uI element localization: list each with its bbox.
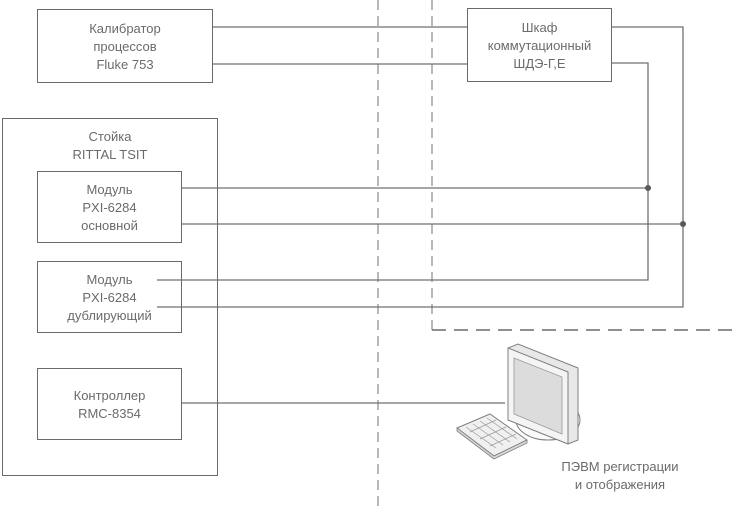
module-main-label-line: Модуль xyxy=(86,182,133,197)
calibrator-box: Калибратор процессов Fluke 753 xyxy=(37,9,213,83)
module-backup-label-line: дублирующий xyxy=(67,308,152,323)
module-main-label-line: PXI-6284 xyxy=(82,200,137,215)
calibrator-label-line: Калибратор xyxy=(89,21,161,36)
controller-label-line: RMC-8354 xyxy=(78,406,141,421)
pc-label: ПЭВМ регистрации и отображения xyxy=(540,458,700,494)
module-backup-label-line: Модуль xyxy=(86,272,133,287)
module-main-box: Модуль PXI-6284 основной xyxy=(37,171,182,243)
computer-workstation-icon xyxy=(456,343,581,460)
rack-box: Стойка RITTAL TSIT xyxy=(2,118,218,476)
pc-label-line: и отображения xyxy=(574,477,666,492)
rack-label: Стойка RITTAL TSIT xyxy=(3,128,217,164)
junction-dot xyxy=(645,185,651,191)
switching-cabinet-box: Шкаф коммутационный ШДЭ-Г,Е xyxy=(467,8,612,82)
module-backup-label: Модуль PXI-6284 дублирующий xyxy=(38,271,181,325)
module-main-label-line: основной xyxy=(81,218,138,233)
cabinet-label-line: коммутационный xyxy=(487,38,592,53)
rack-label-line: Стойка xyxy=(88,129,132,144)
cabinet-label-line: ШДЭ-Г,Е xyxy=(513,56,566,71)
controller-box: Контроллер RMC-8354 xyxy=(37,368,182,440)
module-backup-box: Модуль PXI-6284 дублирующий xyxy=(37,261,182,333)
pc-label-line: ПЭВМ регистрации xyxy=(561,459,679,474)
switching-cabinet-label: Шкаф коммутационный ШДЭ-Г,Е xyxy=(468,19,611,73)
cabinet-label-line: Шкаф xyxy=(521,20,558,35)
bus-outer xyxy=(157,26,684,308)
controller-label: Контроллер RMC-8354 xyxy=(38,387,181,423)
calibrator-label-line: Fluke 753 xyxy=(96,57,154,72)
controller-label-line: Контроллер xyxy=(73,388,146,403)
calibrator-label-line: процессов xyxy=(93,39,157,54)
rack-label-line: RITTAL TSIT xyxy=(72,147,148,162)
module-backup-label-line: PXI-6284 xyxy=(82,290,137,305)
module-main-label: Модуль PXI-6284 основной xyxy=(38,181,181,235)
junction-dot xyxy=(680,221,686,227)
bus-inner xyxy=(157,62,649,281)
calibrator-label: Калибратор процессов Fluke 753 xyxy=(38,20,212,74)
